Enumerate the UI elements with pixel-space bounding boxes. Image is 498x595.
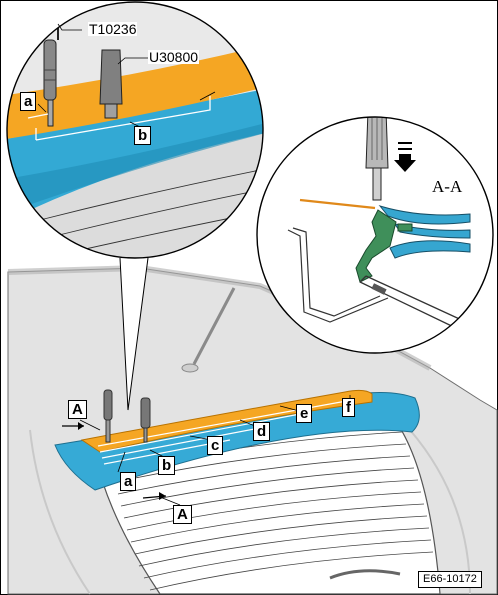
label-d: d [253, 422, 271, 441]
label-a: a [120, 472, 137, 491]
label-e: e [296, 404, 313, 423]
section-title: A-A [432, 177, 463, 196]
tool-label-u30800: U30800 [148, 49, 200, 65]
zoom-detail [6, 1, 264, 259]
section-a-a [256, 116, 494, 354]
label-f: f [342, 398, 355, 417]
label-b: b [158, 456, 176, 475]
figure-code: E66-10172 [418, 571, 482, 588]
defroster-lines [111, 431, 434, 591]
antenna [192, 287, 236, 365]
label-A-bottom: A [173, 505, 192, 524]
zoom-label-a: a [20, 92, 37, 111]
zoom-label-b: b [134, 126, 152, 145]
tool-label-t10236: T10236 [88, 21, 138, 37]
label-A-top: A [68, 400, 87, 419]
tool-pair-main [103, 389, 151, 443]
label-c: c [207, 436, 224, 455]
